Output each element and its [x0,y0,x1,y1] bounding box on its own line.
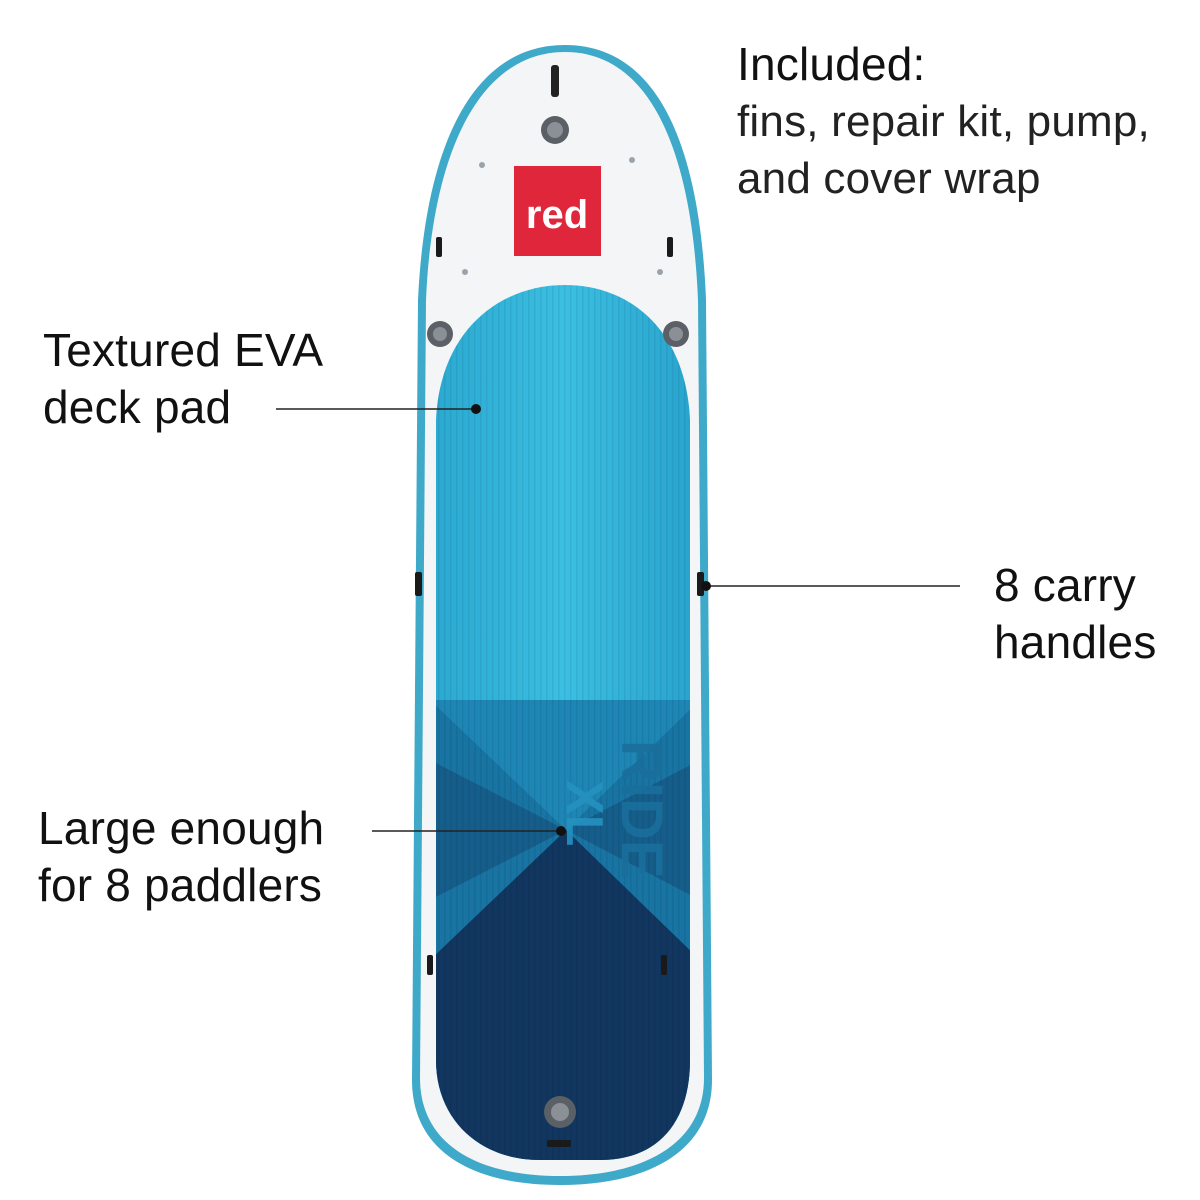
handles-line-2: handles [994,616,1157,668]
svg-text:red: red [526,193,588,237]
deck-pad: RIDE XL [436,285,690,1160]
deck-pad-line-1: Textured EVA [43,324,324,376]
included-heading: Included: [737,38,926,90]
handles-callout: 8 carry handles [994,557,1157,671]
deck-fittings [462,157,663,275]
deck-pad-line-2: deck pad [43,381,232,433]
included-callout: Included: fins, repair kit, pump, and co… [737,36,1150,207]
deck-pad-callout: Textured EVA deck pad [43,322,323,436]
capacity-line-2: for 8 paddlers [38,859,323,911]
svg-text:RIDE: RIDE [609,740,674,879]
carry-handles [415,237,704,1147]
included-line-2: and cover wrap [737,154,1041,203]
callout-dots [471,404,711,836]
callout-lines [276,408,960,832]
deck-valves [427,116,689,1128]
brand-logo: red [514,166,601,256]
capacity-line-1: Large enough [38,802,325,854]
capacity-callout: Large enough for 8 paddlers [38,800,324,914]
included-line-1: fins, repair kit, pump, [737,97,1150,146]
svg-text:XL: XL [555,780,613,846]
nose-leash-loop [551,65,559,97]
handles-line-1: 8 carry [994,559,1136,611]
